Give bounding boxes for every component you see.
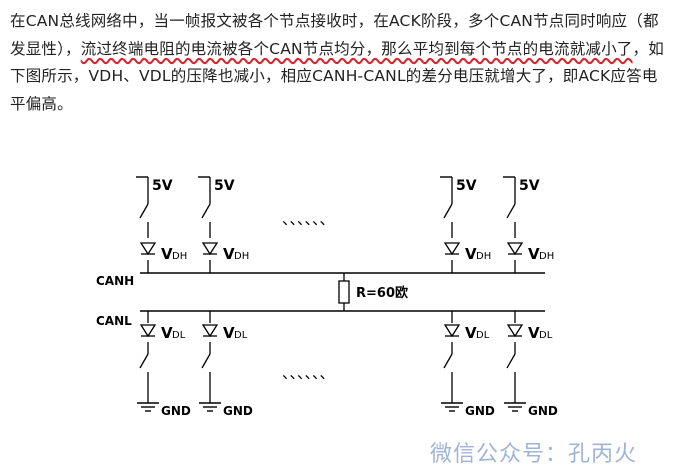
- lower-ellipsis: 、、、、、、: [282, 364, 335, 382]
- vdl-subscript-3: DL: [476, 330, 490, 341]
- canl-diode-4: [506, 324, 524, 338]
- ground-label-4: GND: [528, 404, 558, 418]
- vdh-label-1: V: [161, 245, 173, 263]
- vdl-subscript-4: DL: [539, 330, 553, 341]
- canl-diode-1: [139, 324, 157, 338]
- upper-ellipsis: 、、、、、、: [282, 210, 335, 228]
- ground-label-3: GND: [465, 404, 495, 418]
- canl-switch-3: [443, 353, 453, 369]
- canl-switch-2: [201, 353, 211, 369]
- vdl-label-4: V: [528, 324, 540, 342]
- vdh-label-3: V: [465, 245, 477, 263]
- canl-label: CANL: [96, 314, 132, 328]
- canh-switch-2: [201, 203, 211, 219]
- canl-diode-2: [201, 324, 219, 338]
- vdh-subscript-1: DH: [172, 251, 187, 262]
- resistor-label: R=60欧: [356, 285, 408, 301]
- vdl-label-2: V: [223, 324, 235, 342]
- canh-diode-2: [201, 242, 219, 256]
- supply-label-3: 5V: [456, 178, 477, 194]
- vdl-subscript-2: DL: [234, 330, 248, 341]
- article-paragraph: 在CAN总线网络中，当一帧报文被各个节点接收时，在ACK阶段，多个CAN节点同时…: [10, 8, 670, 118]
- vdh-label-2: V: [223, 245, 235, 263]
- vdh-subscript-4: DH: [539, 251, 554, 262]
- canl-switch-4: [506, 353, 516, 369]
- canh-label: CANH: [96, 274, 134, 288]
- canh-diode-1: [139, 242, 157, 256]
- paragraph-sentence-3: ，如下图所示，VDH、VDL的压降也减小，相应CANH-CANL的差分电压就增大…: [10, 39, 664, 113]
- ground-label-1: GND: [161, 404, 191, 418]
- canh-switch-4: [506, 203, 516, 219]
- vdh-subscript-3: DH: [476, 251, 491, 262]
- vdh-subscript-2: DH: [234, 251, 249, 262]
- paragraph-highlighted-sentence: 流过终端电阻的电流被各个CAN节点均分，那么平均到每个节点的电流就减小了: [80, 39, 633, 58]
- canh-switch-3: [443, 203, 453, 219]
- canh-diode-4: [506, 242, 524, 256]
- ground-label-2: GND: [223, 404, 253, 418]
- canh-switch-1: [139, 203, 149, 219]
- vdl-label-3: V: [465, 324, 477, 342]
- vdh-label-4: V: [528, 245, 540, 263]
- canl-switch-1: [139, 353, 149, 369]
- vdl-label-1: V: [161, 324, 173, 342]
- canh-diode-3: [443, 242, 461, 256]
- supply-label-4: 5V: [519, 178, 540, 194]
- watermark-text: 微信公众号：孔丙火: [429, 442, 637, 467]
- paragraph-sentence-1: 在CAN总线网络中，当一帧报文被各个节点接收时，在ACK阶段，多个CAN节点同时…: [10, 12, 659, 58]
- vdl-subscript-1: DL: [172, 330, 186, 341]
- canl-diode-3: [443, 324, 461, 338]
- supply-label-1: 5V: [152, 178, 173, 194]
- supply-label-2: 5V: [214, 178, 235, 194]
- termination-resistor: R=60欧: [338, 273, 408, 311]
